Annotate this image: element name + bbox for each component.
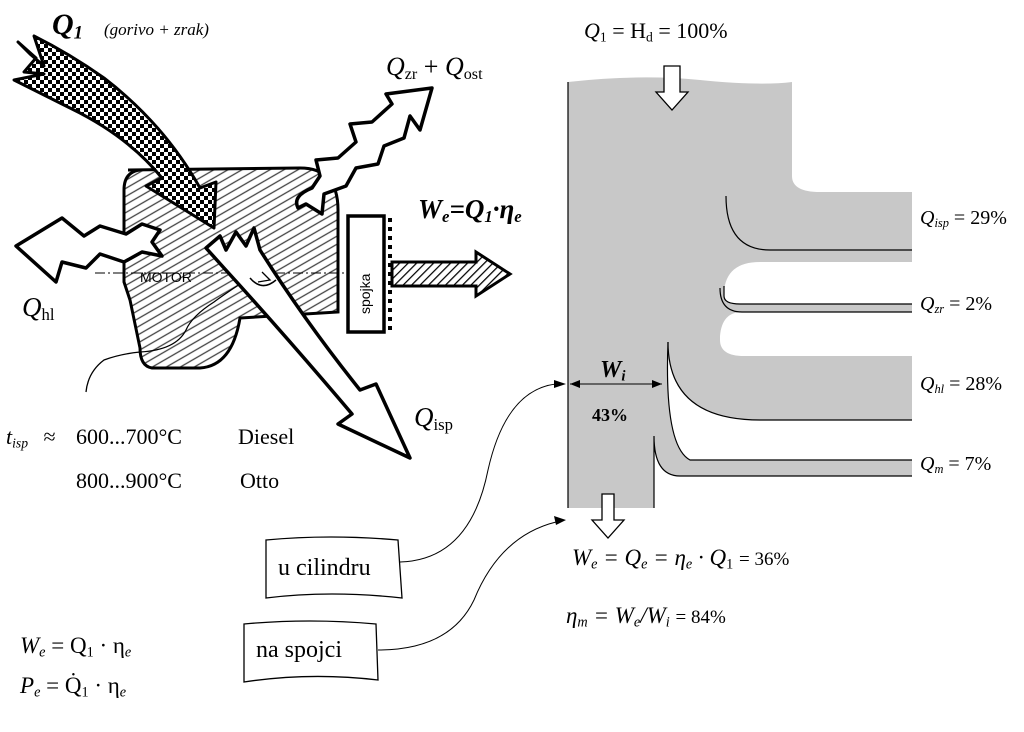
q1-label: Q1 xyxy=(52,8,83,44)
qzr-qost-label: Qzr + Qost xyxy=(386,52,483,84)
inner-arrowhead xyxy=(257,271,272,283)
branch-qzr: Qzr = 2% xyxy=(920,293,993,317)
box-cylinder-label: u cilindru xyxy=(278,555,371,581)
we-output-arrow xyxy=(390,249,513,299)
qisp-arrow xyxy=(204,226,412,460)
sankey-we-line: We = Qe = ηe · Q1 = 36% xyxy=(572,545,790,573)
wi-label: Wi xyxy=(600,357,626,385)
leader-cylinder-head xyxy=(554,380,566,388)
qisp-label: Qisp xyxy=(414,402,454,435)
sankey-outline-right xyxy=(653,435,912,508)
branch-qhl: Qhl = 28% xyxy=(920,373,1003,397)
branch-qisp: Qisp = 29% xyxy=(920,207,1007,231)
qhl-arrow xyxy=(14,216,164,284)
wi-arrowhead-right xyxy=(652,380,662,388)
sankey-top-label: Q1 = Hd = 100% xyxy=(584,18,728,45)
sankey-eta-line: ηm = We/Wi = 84% xyxy=(566,603,726,631)
engine-schematic xyxy=(12,34,513,460)
diesel-range: 600...700°C xyxy=(76,424,182,449)
box-clutch-shape xyxy=(243,620,379,683)
q1-note: (gorivo + zrak) xyxy=(104,20,209,39)
diesel-name: Diesel xyxy=(238,424,295,449)
tisp-label: tisp ≈ xyxy=(6,424,56,451)
qzr-exhaust-arrow xyxy=(294,86,434,216)
formula-work: We = Q1 · ηe xyxy=(20,633,132,661)
formula-power: Pe = Q̇1 · ηe xyxy=(20,673,127,701)
cycle-curve xyxy=(249,277,277,287)
qm-branch-edge xyxy=(666,341,912,461)
we-formula: We=Q1·ηe xyxy=(418,194,522,227)
qhl-label: Qhl xyxy=(22,292,55,325)
qzr-branch-edge xyxy=(723,286,912,305)
box-clutch-label: na spojci xyxy=(256,637,342,663)
sankey-diagram xyxy=(377,65,912,651)
clutch-label: spojka xyxy=(357,273,373,314)
otto-range: 800...900°C xyxy=(76,468,182,493)
wi-arrowhead-left xyxy=(570,380,580,388)
leader-cylinder xyxy=(399,383,557,563)
qisp-branch-edge xyxy=(725,195,912,251)
branch-qm: Qm = 7% xyxy=(920,453,992,477)
qzr-branch-edge-2 xyxy=(719,287,912,313)
box-cylinder-shape xyxy=(265,536,403,599)
leader-clutch-head xyxy=(554,516,566,525)
q1-input-arrow xyxy=(12,34,218,230)
sankey-output-arrow xyxy=(590,493,626,539)
qhl-branch-edge xyxy=(667,341,912,421)
temperature-pointer xyxy=(85,283,241,393)
clutch-box xyxy=(346,214,386,334)
leader-clutch xyxy=(377,521,557,651)
motor-label: MOTOR xyxy=(140,269,192,285)
otto-name: Otto xyxy=(240,468,280,493)
sankey-input-arrow xyxy=(654,65,690,111)
wi-percent: 43% xyxy=(592,405,628,425)
sankey-main-flow xyxy=(568,77,912,508)
